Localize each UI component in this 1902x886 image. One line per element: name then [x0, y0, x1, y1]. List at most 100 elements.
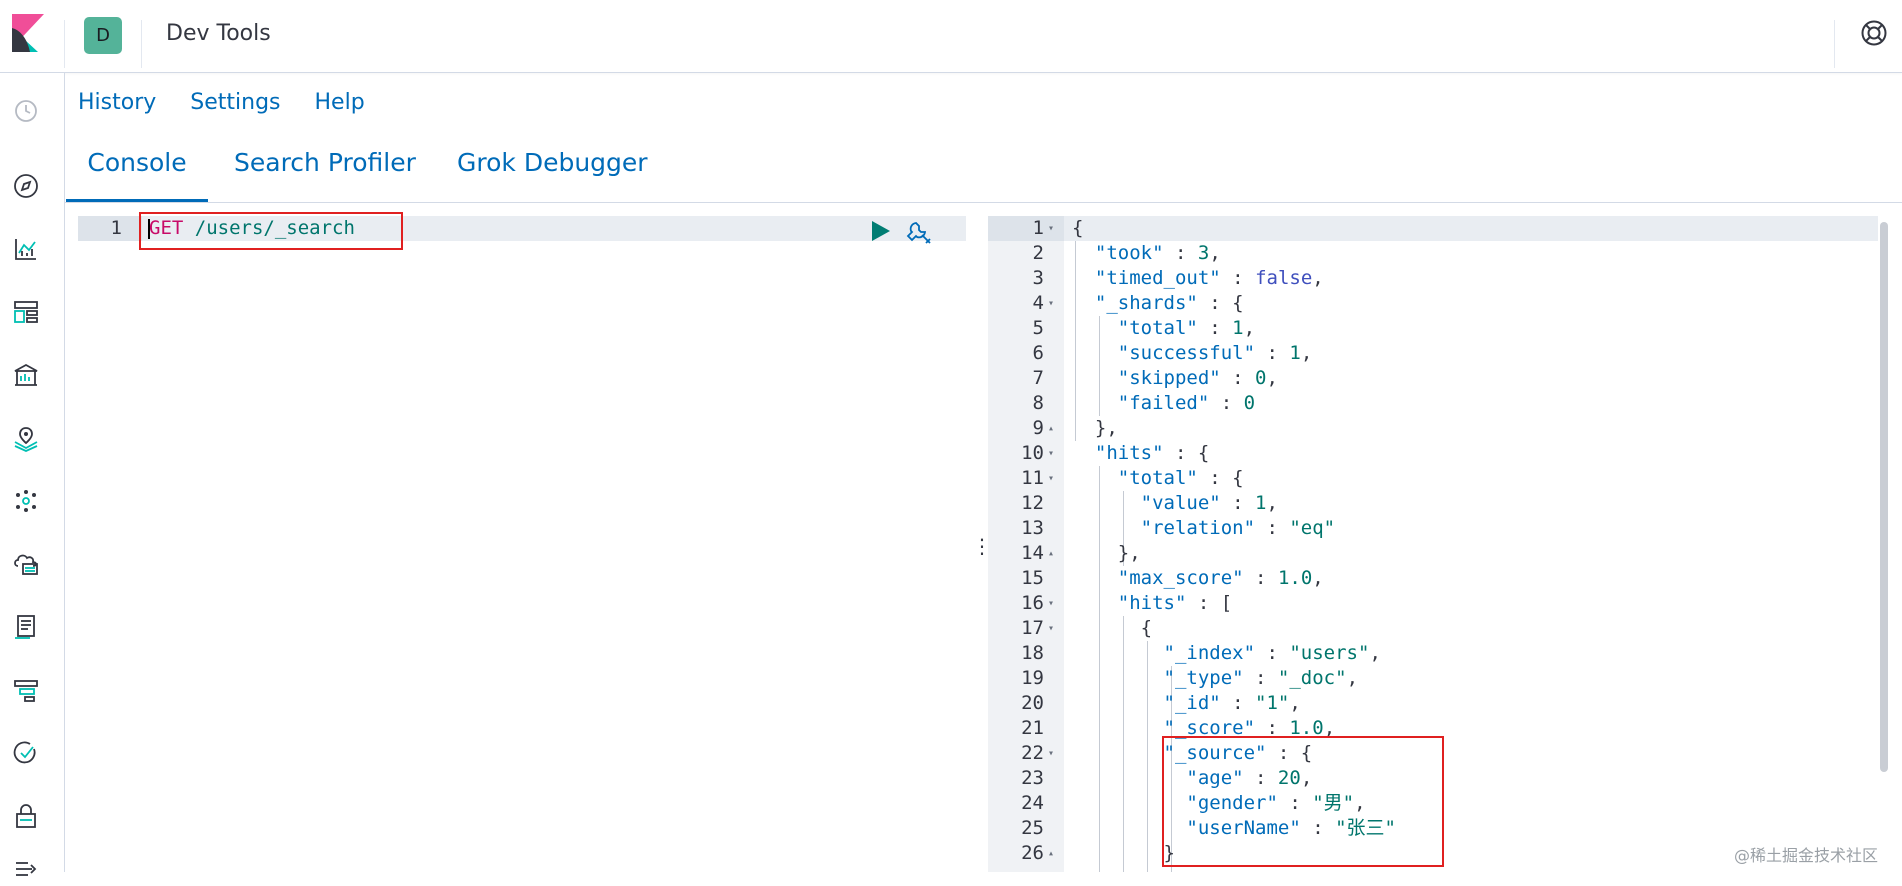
tab-search-profiler[interactable]: Search Profiler [234, 148, 416, 177]
dashboard-icon[interactable] [12, 298, 40, 326]
response-line-number: 21 [1021, 717, 1044, 739]
infrastructure-icon[interactable] [12, 550, 40, 578]
code-token: : [1255, 642, 1290, 664]
watermark: @稀土掘金技术社区 [1734, 846, 1879, 865]
logs-icon[interactable] [12, 613, 40, 641]
response-scrollbar[interactable] [1880, 222, 1888, 772]
code-token: "max_score" [1117, 567, 1244, 589]
code-token: 1 [1232, 317, 1244, 339]
fold-open-icon[interactable]: ▾ [1048, 298, 1055, 309]
code-token: : { [1197, 292, 1244, 314]
code-token: "total" [1117, 467, 1198, 489]
code-token: : [1300, 817, 1336, 839]
code-token: : { [1163, 442, 1210, 464]
code-token: { [1072, 217, 1084, 239]
response-line: 26▴ } [988, 841, 1878, 866]
response-line-number: 13 [1021, 517, 1044, 539]
code-token: 1 [1289, 342, 1301, 364]
response-line-number: 12 [1021, 492, 1044, 514]
fold-open-icon[interactable]: ▾ [1048, 623, 1055, 634]
tab-console[interactable]: Console [66, 148, 208, 202]
fold-open-icon[interactable]: ▾ [1048, 598, 1055, 609]
code-token: : [1277, 792, 1313, 814]
code-token [1072, 442, 1095, 464]
code-token: "_id" [1163, 692, 1221, 714]
response-code: "timed_out" : false, [1072, 266, 1324, 291]
fold-close-icon[interactable]: ▴ [1048, 423, 1055, 434]
top-menu: History Settings Help [78, 90, 392, 115]
code-token: : [ [1186, 592, 1233, 614]
response-code: } [1072, 841, 1175, 866]
discover-icon[interactable] [12, 172, 40, 200]
response-code: "total" : { [1072, 466, 1244, 491]
machine-learning-icon[interactable] [12, 487, 40, 515]
code-token [1072, 367, 1118, 389]
fold-open-icon[interactable]: ▾ [1048, 223, 1055, 234]
code-token: "successful" [1117, 342, 1256, 364]
response-code: "max_score" : 1.0, [1072, 566, 1324, 591]
fold-open-icon[interactable]: ▾ [1048, 748, 1055, 759]
fold-close-icon[interactable]: ▴ [1048, 848, 1055, 859]
fold-close-icon[interactable]: ▴ [1048, 548, 1055, 559]
collapse-icon[interactable] [12, 854, 40, 882]
play-icon[interactable] [868, 219, 892, 243]
code-token: , [1300, 767, 1313, 789]
code-token: } [1072, 842, 1175, 864]
response-gutter [988, 216, 1064, 872]
canvas-icon[interactable] [12, 361, 40, 389]
tab-grok-debugger[interactable]: Grok Debugger [457, 148, 648, 177]
code-token: : [1220, 367, 1256, 389]
fold-open-icon[interactable]: ▾ [1048, 448, 1055, 459]
history-link[interactable]: History [78, 90, 157, 115]
code-token: : [1197, 317, 1233, 339]
settings-link[interactable]: Settings [190, 90, 281, 115]
recently-viewed-icon[interactable] [12, 97, 40, 125]
fold-open-icon[interactable]: ▾ [1048, 473, 1055, 484]
uptime-icon[interactable] [12, 739, 40, 767]
space-avatar[interactable]: D [84, 17, 122, 54]
code-token: 3 [1197, 242, 1210, 264]
code-token: : [1243, 667, 1278, 689]
response-code: "_index" : "users", [1072, 641, 1381, 666]
panel-resizer-handle[interactable]: ⋮ [972, 534, 992, 558]
response-line: 8 "failed" : 0 [988, 391, 1878, 416]
response-code: "gender" : "男", [1072, 791, 1365, 816]
request-line[interactable]: GET /users/_search [149, 216, 355, 241]
siem-icon[interactable] [12, 802, 40, 830]
response-code: "_score" : 1.0, [1072, 716, 1336, 741]
response-line: 21 "_score" : 1.0, [988, 716, 1878, 741]
apm-icon[interactable] [12, 676, 40, 704]
response-code: "hits" : [ [1072, 591, 1232, 616]
tabs-divider [64, 202, 1902, 203]
wrench-icon[interactable] [906, 219, 934, 247]
response-code: "hits" : { [1072, 441, 1209, 466]
visualize-icon[interactable] [12, 235, 40, 263]
request-editor[interactable] [142, 216, 966, 872]
side-nav [0, 73, 65, 876]
response-code: "relation" : "eq" [1072, 516, 1335, 541]
response-code: "userName" : "张三" [1072, 816, 1396, 841]
response-line: 9▴ }, [988, 416, 1878, 441]
code-token: , [1266, 492, 1278, 514]
help-link[interactable]: Help [314, 90, 365, 115]
response-viewer[interactable]: 1▾{2 "took" : 3,3 "timed_out" : false,4▾… [988, 216, 1878, 866]
response-line-number: 24 [1021, 792, 1044, 814]
response-code: }, [1072, 416, 1118, 441]
indent-guide [1147, 641, 1148, 872]
code-token: 1.0 [1277, 567, 1313, 589]
request-url: /users/_search [183, 217, 355, 239]
code-token [1072, 567, 1118, 589]
help-icon[interactable] [1860, 19, 1888, 47]
code-token: "hits" [1117, 592, 1187, 614]
response-line: 13 "relation" : "eq" [988, 516, 1878, 541]
response-line: 24 "gender" : "男", [988, 791, 1878, 816]
code-token: "failed" [1117, 392, 1210, 414]
code-token [1072, 592, 1118, 614]
code-token: , [1289, 692, 1301, 714]
code-token: "_type" [1163, 667, 1244, 689]
maps-icon[interactable] [12, 424, 40, 452]
code-token: { [1072, 617, 1153, 639]
response-code: "failed" : 0 [1072, 391, 1255, 416]
kibana-logo-icon[interactable] [12, 14, 44, 52]
code-token: "gender" [1186, 792, 1278, 814]
